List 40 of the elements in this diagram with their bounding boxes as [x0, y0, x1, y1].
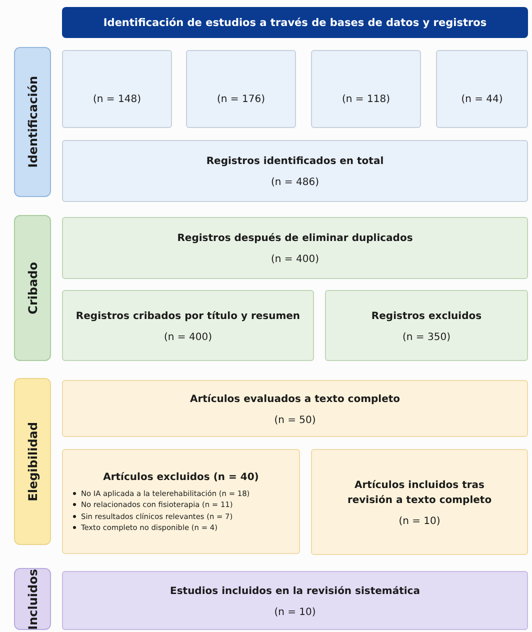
process-box	[62, 380, 528, 437]
box-heading: Registros cribados por título y resumen	[76, 310, 300, 324]
process-box	[62, 571, 528, 630]
process-box	[311, 449, 528, 555]
phase-label	[14, 47, 51, 197]
box-heading: Artículos incluidos tras revisión a texto completo	[346, 478, 493, 508]
phase-name: Identificación	[26, 76, 40, 168]
box-heading: Registros excluidos	[371, 310, 482, 324]
box-heading: Estudios incluidos en la revisión sistemática	[170, 584, 420, 598]
database-box	[186, 50, 296, 128]
process-box	[62, 140, 528, 202]
phase-name: Incluidos	[26, 568, 40, 630]
box-heading: Registros después de eliminar duplicados	[177, 232, 413, 246]
database-box	[62, 50, 172, 128]
process-box	[62, 290, 314, 361]
process-box	[325, 290, 528, 361]
phase-name: Elegibilidad	[26, 422, 40, 502]
phase-label	[14, 215, 51, 361]
box-heading: Artículos evaluados a texto completo	[190, 392, 400, 406]
title-banner: Identificación de estudios a través de bases de datos y registros	[62, 7, 528, 38]
count-label: (n = 44)	[461, 94, 503, 105]
count-label: (n = 10)	[398, 516, 440, 526]
database-box	[436, 50, 528, 128]
count-label: (n = 176)	[217, 94, 265, 105]
count-label: (n = 486)	[271, 177, 319, 188]
count-label: (n = 350)	[402, 332, 450, 342]
box-heading: Registros identificados en total	[206, 155, 384, 169]
phase-label	[14, 378, 51, 545]
phase-label	[14, 568, 51, 630]
phase-name: Cribado	[26, 262, 40, 314]
count-label: (n = 50)	[274, 414, 316, 426]
database-box	[311, 50, 421, 128]
exclusion-box	[62, 449, 300, 554]
box-heading: Artículos excluidos (n = 40)	[103, 470, 259, 485]
count-label: (n = 148)	[93, 94, 141, 105]
count-label: (n = 400)	[164, 332, 212, 342]
process-box	[62, 217, 528, 279]
count-label: (n = 10)	[274, 606, 316, 618]
count-label: (n = 400)	[271, 254, 319, 265]
count-label: (n = 118)	[342, 94, 390, 105]
